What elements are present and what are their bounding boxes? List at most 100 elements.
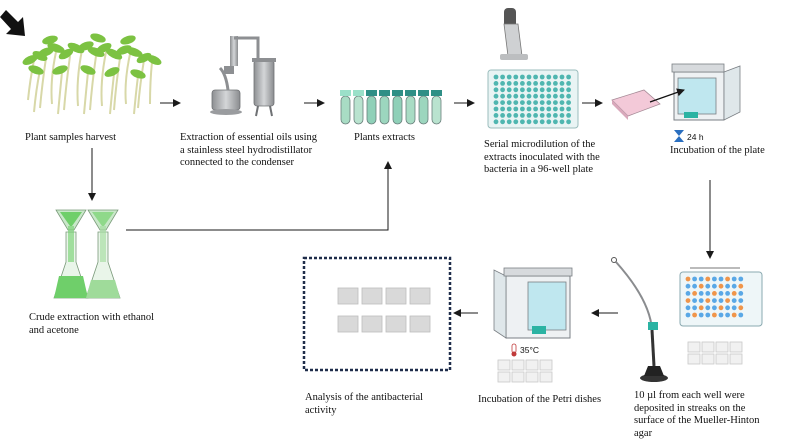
well: [539, 119, 545, 125]
colored-well: [705, 276, 711, 282]
label-analysis-line2: activity: [305, 404, 337, 416]
well: [493, 74, 499, 80]
well: [566, 113, 571, 118]
well: [500, 100, 505, 105]
well: [539, 113, 545, 118]
well: [553, 119, 558, 125]
well: [559, 87, 565, 93]
start-arrow-icon: [0, 10, 25, 36]
well: [526, 113, 532, 118]
colored-well: [692, 298, 697, 303]
label-timer: 24 h: [687, 132, 704, 142]
well: [553, 106, 558, 112]
well: [546, 113, 552, 118]
well: [506, 113, 512, 118]
colored-well: [692, 283, 697, 289]
well: [526, 119, 532, 125]
well: [559, 81, 565, 86]
label-deposit-line4: agar: [634, 427, 653, 439]
well: [533, 119, 538, 125]
well: [533, 87, 538, 93]
well: [520, 113, 525, 118]
colored-well: [725, 305, 730, 311]
colored-well: [725, 283, 730, 289]
well: [553, 87, 558, 93]
colored-well: [698, 276, 704, 282]
label-harvest: Plant samples harvest: [25, 132, 116, 143]
colored-well: [725, 312, 730, 318]
well: [539, 106, 545, 112]
colored-well: [718, 291, 724, 296]
well: [546, 119, 552, 125]
well: [533, 113, 538, 118]
well: [546, 87, 552, 93]
well: [526, 100, 532, 105]
well: [533, 100, 538, 105]
well: [506, 87, 512, 93]
colored-well: [725, 276, 730, 282]
well: [506, 81, 512, 86]
well: [546, 74, 552, 80]
colored-well: [705, 298, 711, 303]
colored-well: [685, 312, 691, 318]
well: [513, 106, 519, 112]
label-extraction-line1: Extraction of essential oils using: [180, 132, 318, 143]
colored-well: [712, 291, 717, 296]
label-deposit-line2: deposited in streaks on the: [634, 402, 746, 414]
colored-well: [731, 291, 737, 296]
well: [533, 106, 538, 112]
petri-dish-grid-icon: [687, 341, 743, 365]
incubator-icon: [649, 63, 741, 121]
colored-well: [712, 298, 717, 303]
well: [526, 81, 532, 86]
label-analysis-line1: Analysis of the antibacterial: [305, 392, 424, 403]
well: [539, 74, 545, 80]
colored-well: [698, 291, 704, 296]
well: [566, 87, 571, 93]
label-dilution-line3: bacteria in a 96-well plate: [484, 164, 594, 175]
sample-plate-icon: [611, 89, 661, 120]
colored-well: [738, 276, 744, 282]
well: [526, 106, 532, 112]
label-crude-line2: and acetone: [29, 324, 79, 336]
colored-well: [692, 291, 697, 296]
well: [553, 74, 558, 80]
label-deposit: 10 µl from each well were deposited in s…: [634, 390, 784, 440]
well: [533, 93, 538, 99]
well: [553, 93, 558, 99]
well: [500, 93, 505, 99]
well: [513, 81, 519, 86]
colored-well: [731, 312, 737, 318]
colored-well: [698, 283, 704, 289]
well: [520, 87, 525, 93]
well: [513, 87, 519, 93]
colored-well: [718, 305, 724, 311]
well: [493, 106, 499, 112]
well: [546, 106, 552, 112]
colored-well: [712, 283, 717, 289]
well: [500, 113, 505, 118]
colored-well: [705, 291, 711, 296]
well: [493, 113, 499, 118]
well: [506, 93, 512, 99]
well: [559, 74, 565, 80]
well: [493, 100, 499, 105]
colored-well: [705, 283, 711, 289]
colored-well: [685, 283, 691, 289]
flow-arrows: [88, 99, 714, 317]
label-deposit-line1: 10 µl from each well were: [634, 390, 745, 401]
colored-well: [718, 283, 724, 289]
well: [526, 87, 532, 93]
well: [539, 93, 545, 99]
well: [520, 93, 525, 99]
colored-well: [685, 305, 691, 311]
well: [566, 100, 571, 105]
well: [513, 113, 519, 118]
colored-well: [705, 305, 711, 311]
well: [566, 119, 571, 125]
label-dilution: Serial microdilution of the extracts ino…: [484, 139, 632, 177]
label-dilution-line1: Serial microdilution of the: [484, 139, 596, 150]
colored-well: [698, 298, 704, 303]
well: [500, 87, 505, 93]
